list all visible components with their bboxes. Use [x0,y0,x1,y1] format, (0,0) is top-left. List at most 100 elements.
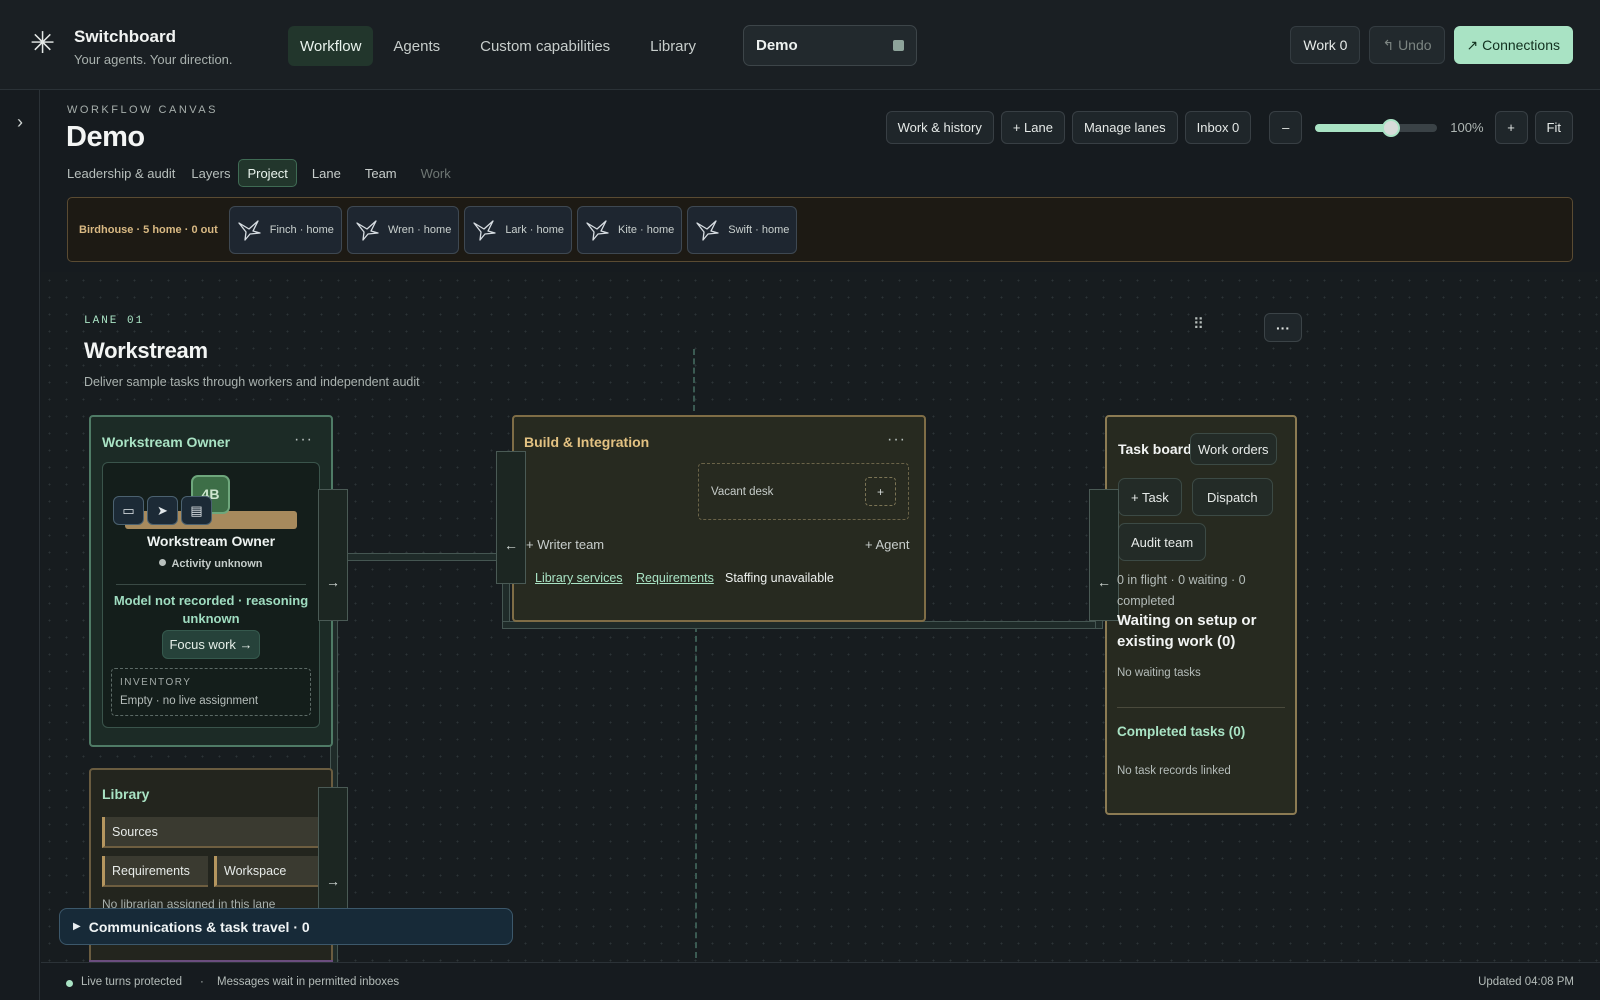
footer-updated: Updated 04:08 PM [1478,976,1574,988]
send-icon[interactable]: ➤ [147,496,178,525]
add-desk-button[interactable]: + [865,477,896,506]
tab-workflow[interactable]: Workflow [288,26,374,66]
owner-card-more-icon[interactable]: ··· [294,431,313,448]
view-label: Leadership & audit [67,165,176,181]
top-actions: Work 0 ↰ Undo ↗ Connections [1290,26,1573,64]
bird-chip-lark[interactable]: Lark · home [464,205,573,254]
owner-output-port[interactable] [318,489,348,621]
task-counts: 0 in flight · 0 waiting · 0 completed [1117,573,1246,608]
bird-chip-swift[interactable]: Swift · home [687,205,798,254]
bird-icon [586,219,609,241]
requirements-link[interactable]: Requirements [636,571,714,585]
work-history-button[interactable]: Work & history [885,111,994,144]
layer-row: Leadership & audit Layers Project Lane T… [67,159,466,187]
model-info: Model not recorded · reasoning unknown [113,593,309,626]
build-input-port[interactable] [496,451,526,584]
tab-library[interactable]: Library [638,26,708,66]
work-orders-button[interactable]: Work orders [1190,433,1277,465]
document-icon[interactable]: ▤ [181,496,212,525]
connections-button[interactable]: ↗ Connections [1453,26,1573,64]
bird-status: Swift · home [728,223,790,236]
build-card-more-icon[interactable]: ··· [887,431,906,448]
add-agent-button[interactable]: + Agent [865,537,910,552]
arrow-left-icon: ← [1097,574,1111,590]
bird-status: Finch · home [269,223,334,236]
library-services-link[interactable]: Library services [535,571,623,585]
page-eyebrow: WORKFLOW CANVAS [67,104,218,116]
library-shelf-sources[interactable]: Sources [102,817,320,848]
layer-tab-team[interactable]: Team [356,159,406,187]
no-waiting-text: No waiting tasks [1117,667,1201,679]
project-select[interactable]: Demo [743,25,917,66]
footer-separator: · [200,976,204,988]
arrow-right-icon: → [326,574,340,590]
lane-title: Workstream [84,338,208,363]
library-shelf-workspace[interactable]: Workspace [214,856,320,887]
canvas-tools: Work & history + Lane Manage lanes Inbox… [885,111,1573,144]
bird-status: Wren · home [387,223,452,236]
zoom-slider[interactable] [1315,118,1438,137]
lane-divider [695,626,697,958]
inbox-button[interactable]: Inbox 0 [1184,111,1252,144]
bird-chip-finch[interactable]: Finch · home [228,205,342,254]
birdhouse-label: Birdhouse · 5 home · 0 out [79,223,218,236]
waiting-title: Waiting on setup or existing work (0) [1117,612,1257,650]
lane-menu-button[interactable]: ··· [1264,313,1302,342]
library-output-port[interactable] [318,787,348,927]
brand: ✳ Switchboard Your agents. Your directio… [30,24,233,67]
layer-tab-lane[interactable]: Lane [303,159,350,187]
owner-card-title: Workstream Owner [102,434,231,450]
activity-dot-icon [159,559,167,566]
status-dot-icon [66,980,73,987]
fit-button[interactable]: Fit [1534,111,1573,144]
audit-team-button[interactable]: Audit team [1118,523,1207,561]
bird-chip-kite[interactable]: Kite · home [577,205,683,254]
inbox-tray-icon[interactable]: ▭ [113,496,144,525]
agent-activity: Activity unknown [102,558,320,570]
add-lane-button[interactable]: + Lane [1000,111,1065,144]
expand-sidebar-chevron-icon[interactable]: › [10,110,30,134]
divider [116,584,306,585]
tab-agents[interactable]: Agents [381,26,452,66]
bird-chip-wren[interactable]: Wren · home [346,205,460,254]
library-shelf-requirements[interactable]: Requirements [102,856,208,887]
inventory-label: INVENTORY [120,677,192,688]
agent-name: Workstream Owner [146,533,276,549]
asterisk-logo-icon: ✳ [30,27,56,60]
drag-handle-icon[interactable]: ⠿ [1193,316,1204,333]
footer-inboxes: Messages wait in permitted inboxes [217,976,400,988]
work-button[interactable]: Work 0 [1290,26,1361,64]
layers-label: Layers [191,165,231,181]
arrow-right-icon: → [326,873,340,889]
zoom-slider-handle[interactable] [1381,118,1400,137]
manage-lanes-button[interactable]: Manage lanes [1071,111,1178,144]
add-writer-team-button[interactable]: + Writer team [526,537,605,552]
bird-icon [238,219,261,241]
project-name: Demo [756,37,798,54]
connector-build-taskboard [502,621,1100,629]
activity-text: Activity unknown [171,558,263,570]
focus-work-button[interactable]: Focus work → [162,630,260,659]
expand-triangle-icon: ▶ [73,921,81,932]
vacant-desk-label: Vacant desk [711,486,774,498]
build-integration-card[interactable] [512,415,926,622]
library-note: No librarian assigned in this lane [102,897,276,911]
zoom-in-button[interactable]: + [1494,111,1528,144]
completed-title: Completed tasks (0) [1117,724,1246,739]
communications-panel-toggle[interactable]: ▶ Communications & task travel · 0 [59,908,513,945]
build-card-title: Build & Integration [524,434,650,450]
status-footer: Live turns protected · Messages wait in … [41,962,1600,1000]
layer-tab-project[interactable]: Project [238,159,297,187]
inventory-box: INVENTORY Empty · no live assignment [111,668,311,716]
footer-protected: Live turns protected [81,976,183,988]
undo-button[interactable]: ↰ Undo [1369,26,1445,64]
zoom-value: 100% [1450,120,1484,135]
tab-custom-capabilities[interactable]: Custom capabilities [468,26,622,66]
zoom-out-button[interactable]: – [1269,111,1303,144]
layer-tab-work[interactable]: Work [412,159,460,187]
taskboard-input-port[interactable] [1089,489,1119,621]
dispatch-button[interactable]: Dispatch [1192,478,1273,516]
add-task-button[interactable]: + Task [1118,478,1182,516]
communications-label: Communications & task travel · 0 [88,918,310,935]
divider [1117,707,1285,708]
